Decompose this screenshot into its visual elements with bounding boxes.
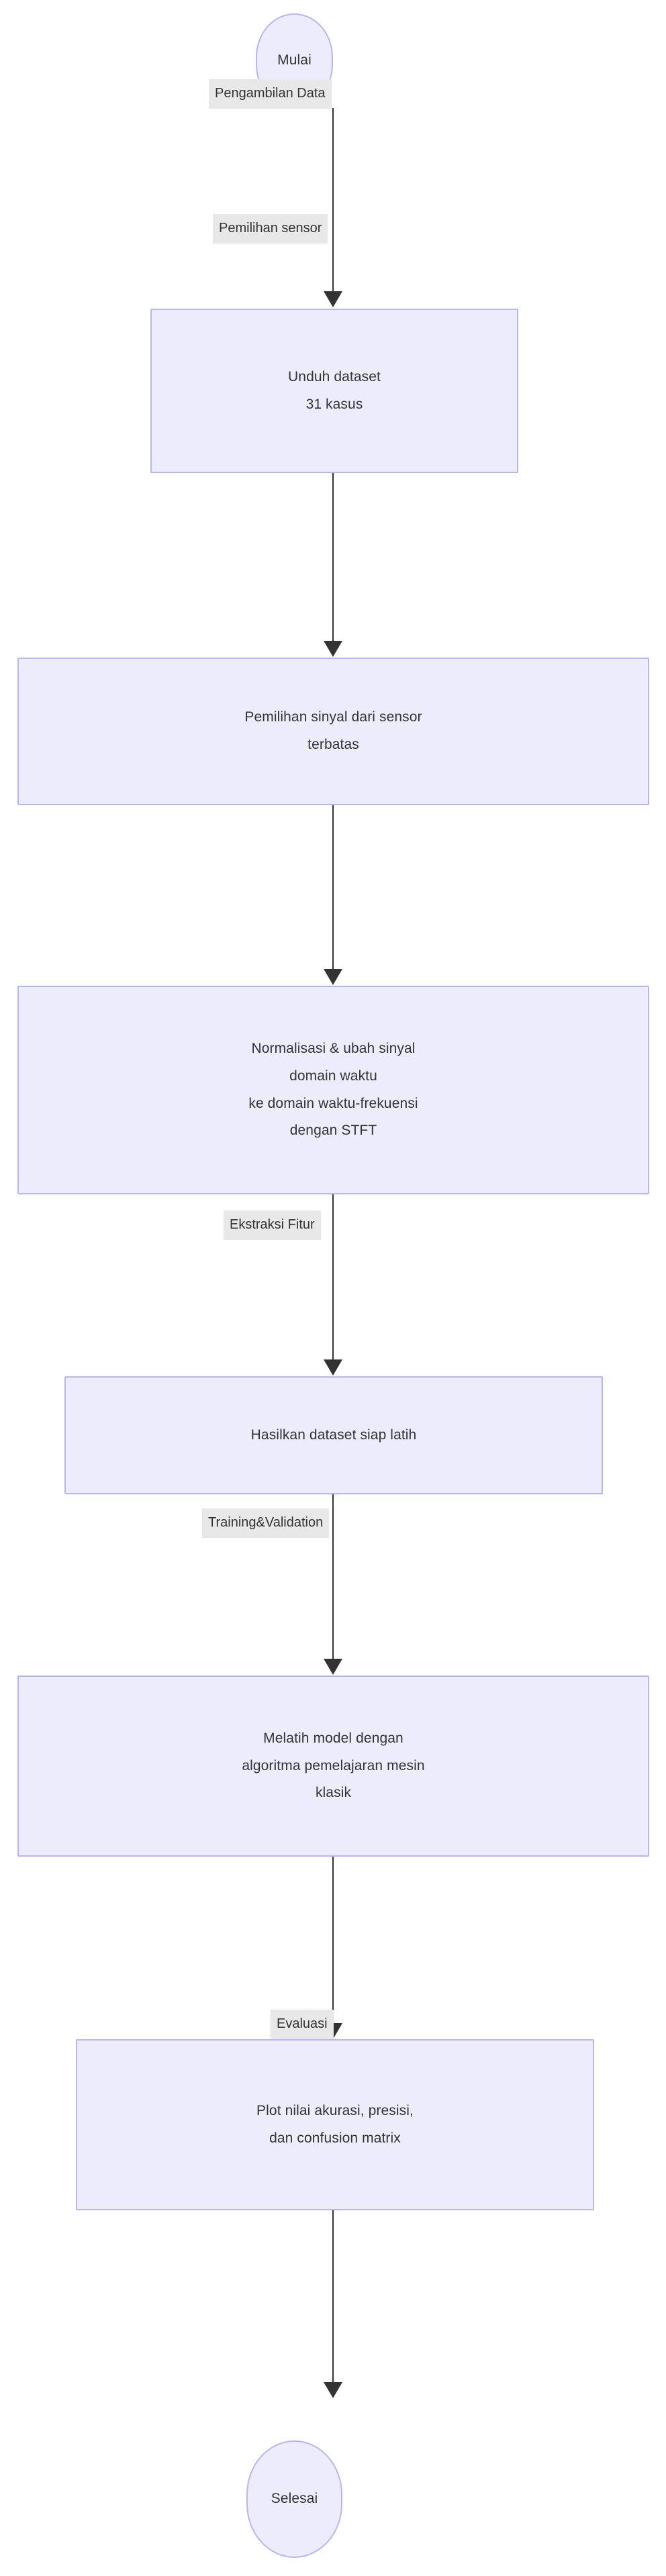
edge-line-pemilihan-normalisasi (332, 805, 334, 974)
node-pemilihan-line-1: terbatas (307, 737, 359, 752)
edge-line-plot-end (332, 2210, 334, 2386)
node-normalisasi-line-3: dengan STFT (289, 1123, 377, 1139)
node-melatih-model[interactable]: Melatih model dengan algoritma pemelajar… (17, 1676, 649, 1857)
edge-line-unduh-pemilihan (332, 473, 334, 646)
edge-label-pemilihan-sensor: Pemilihan sensor (213, 214, 328, 244)
edge-label-evaluasi: Evaluasi (271, 2010, 334, 2039)
edge-line-start-unduh (332, 108, 334, 296)
edge-line-melatih-plot (332, 1857, 334, 2028)
edge-label-pengambilan-data: Pengambilan Data (209, 79, 332, 109)
edge-label-ekstraksi-fitur: Ekstraksi Fitur (224, 1210, 321, 1240)
node-plot-line-1: dan confusion matrix (269, 2130, 401, 2146)
node-hasilkan-dataset[interactable]: Hasilkan dataset siap latih (64, 1376, 603, 1494)
node-melatih-line-2: klasik (315, 1785, 352, 1801)
node-unduh-line-1: 31 kasus (305, 396, 363, 412)
node-start-line-0: Mulai (277, 52, 312, 68)
node-unduh-dataset[interactable]: Unduh dataset 31 kasus (150, 309, 518, 473)
edge-arrow-start-unduh (324, 291, 342, 307)
edge-line-hasilkan-melatih (332, 1494, 334, 1663)
edge-label-training-validation: Training&Validation (202, 1508, 330, 1538)
node-end[interactable]: Selesai (246, 2440, 342, 2558)
node-pemilihan-sinyal[interactable]: Pemilihan sinyal dari sensor terbatas (17, 658, 649, 805)
edge-arrow-normalisasi-hasilkan (324, 1359, 342, 1376)
edge-line-normalisasi-hasilkan (332, 1194, 334, 1364)
node-melatih-line-0: Melatih model dengan (263, 1730, 403, 1746)
edge-arrow-hasilkan-melatih (324, 1659, 342, 1675)
node-normalisasi-stft[interactable]: Normalisasi & ubah sinyal domain waktu k… (17, 986, 649, 1194)
edge-arrow-plot-end (324, 2382, 342, 2398)
node-pemilihan-line-0: Pemilihan sinyal dari sensor (244, 709, 422, 725)
node-hasilkan-line-0: Hasilkan dataset siap latih (250, 1427, 417, 1443)
node-normalisasi-line-1: domain waktu (289, 1068, 377, 1084)
edge-arrow-unduh-pemilihan (324, 641, 342, 657)
edge-arrow-pemilihan-normalisasi (324, 969, 342, 985)
node-normalisasi-line-0: Normalisasi & ubah sinyal (251, 1040, 416, 1056)
node-plot-line-0: Plot nilai akurasi, presisi, (256, 2102, 414, 2118)
node-plot-metrik[interactable]: Plot nilai akurasi, presisi, dan confusi… (76, 2039, 594, 2210)
node-end-line-0: Selesai (271, 2491, 318, 2507)
node-melatih-line-1: algoritma pemelajaran mesin (242, 1757, 425, 1773)
node-unduh-line-0: Unduh dataset (288, 368, 381, 384)
node-normalisasi-line-2: ke domain waktu-frekuensi (248, 1095, 418, 1111)
